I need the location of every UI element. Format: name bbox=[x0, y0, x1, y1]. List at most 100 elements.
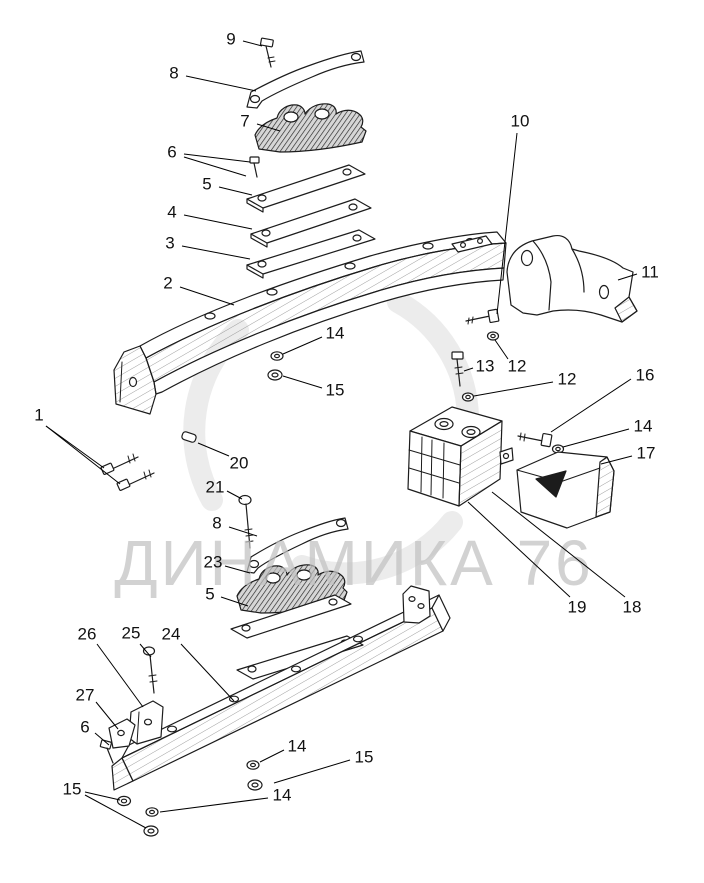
part-bracket-17 bbox=[516, 451, 615, 529]
leader-line-3 bbox=[181, 245, 251, 260]
part-bolt-9 bbox=[259, 37, 276, 68]
callout-label-6: 6 bbox=[80, 718, 89, 737]
part-bolt-25 bbox=[142, 646, 158, 694]
leader-line-26 bbox=[96, 643, 144, 708]
leader-line-7 bbox=[256, 123, 281, 132]
callout-label-10: 10 bbox=[511, 112, 530, 131]
part-strap-8-lower bbox=[246, 517, 349, 574]
part-washer-14-left bbox=[145, 807, 159, 817]
part-washer-15-left-2 bbox=[143, 825, 159, 837]
leader-line-9 bbox=[242, 40, 263, 47]
part-plate-5 bbox=[246, 164, 366, 213]
callout-label-7: 7 bbox=[240, 112, 249, 131]
leader-line-14 bbox=[282, 336, 323, 355]
callout-label-20: 20 bbox=[230, 454, 249, 473]
leader-line-6 bbox=[94, 732, 110, 746]
callout-label-14: 14 bbox=[288, 737, 307, 756]
part-bracket-26 bbox=[128, 700, 164, 745]
part-mount-block-18-19 bbox=[407, 406, 514, 507]
callout-label-15: 15 bbox=[326, 381, 345, 400]
part-bolt-1a bbox=[100, 453, 139, 475]
callout-label-3: 3 bbox=[165, 234, 174, 253]
leader-line-4 bbox=[183, 214, 253, 230]
part-bolt-1b bbox=[116, 469, 155, 491]
leader-line-15 bbox=[84, 794, 147, 829]
leader-line-2 bbox=[179, 286, 235, 306]
leader-line-13 bbox=[463, 367, 474, 372]
callout-label-8: 8 bbox=[169, 64, 178, 83]
leader-line-8 bbox=[228, 526, 258, 537]
callout-label-17: 17 bbox=[637, 444, 656, 463]
watermark-text: ДИНАМИКА 76 bbox=[114, 527, 594, 599]
leader-line-20 bbox=[197, 442, 230, 457]
callout-label-14: 14 bbox=[273, 786, 292, 805]
callout-label-1: 1 bbox=[34, 406, 43, 425]
leader-line-11 bbox=[617, 273, 638, 281]
part-bracket-11 bbox=[506, 234, 638, 323]
callout-label-14: 14 bbox=[326, 324, 345, 343]
part-beam-24 bbox=[111, 594, 451, 791]
leader-line-1 bbox=[45, 425, 121, 485]
leader-line-15 bbox=[273, 759, 351, 784]
callout-label-15: 15 bbox=[63, 780, 82, 799]
leader-line-17 bbox=[600, 455, 633, 465]
part-cushion-7 bbox=[254, 103, 367, 153]
part-end-bracket-24 bbox=[402, 585, 431, 624]
callout-label-19: 19 bbox=[568, 598, 587, 617]
part-bolt-16 bbox=[517, 432, 553, 448]
leader-line-14 bbox=[159, 797, 269, 813]
part-washer-15-bottom bbox=[247, 779, 263, 791]
leader-line-19 bbox=[467, 501, 571, 598]
callout-label-16: 16 bbox=[636, 366, 655, 385]
callout-label-15: 15 bbox=[355, 748, 374, 767]
leader-line-6 bbox=[183, 153, 251, 163]
part-stud-6 bbox=[249, 156, 260, 178]
leader-line-16 bbox=[550, 378, 632, 433]
leader-line-12 bbox=[494, 339, 509, 360]
callout-label-18: 18 bbox=[623, 598, 642, 617]
callout-label-11: 11 bbox=[641, 263, 659, 282]
callout-label-14: 14 bbox=[634, 417, 653, 436]
part-pin-20 bbox=[181, 431, 197, 443]
callout-label-2: 2 bbox=[163, 274, 172, 293]
callout-label-6: 6 bbox=[167, 143, 176, 162]
parts-layer bbox=[99, 37, 638, 837]
part-strap-8-top bbox=[246, 50, 365, 109]
leader-line-27 bbox=[95, 701, 119, 730]
callout-label-8: 8 bbox=[212, 514, 221, 533]
leader-line-12 bbox=[473, 381, 554, 397]
callout-label-12: 12 bbox=[508, 357, 527, 376]
part-washer-12-upper bbox=[486, 331, 500, 341]
part-plate-5-lower bbox=[230, 594, 352, 639]
part-washer-15-left bbox=[116, 795, 132, 807]
leader-line-15 bbox=[84, 791, 121, 801]
leader-line-18 bbox=[491, 491, 626, 598]
callout-label-5: 5 bbox=[202, 175, 211, 194]
leader-line-14 bbox=[259, 749, 285, 763]
callout-label-21: 21 bbox=[206, 478, 225, 497]
part-washer-12-lower bbox=[461, 392, 475, 402]
part-beam-2 bbox=[113, 231, 507, 415]
callout-label-9: 9 bbox=[226, 30, 235, 49]
leader-line-15 bbox=[282, 375, 323, 389]
callout-label-12: 12 bbox=[558, 370, 577, 389]
leader-line-25 bbox=[139, 643, 152, 658]
part-washer-15-mid bbox=[267, 369, 283, 381]
leader-line-5 bbox=[218, 186, 253, 196]
leader-line-23 bbox=[224, 565, 251, 574]
part-bolt-21 bbox=[238, 494, 254, 549]
part-bolt-6-lower bbox=[99, 739, 114, 764]
part-bolt-10 bbox=[465, 308, 500, 325]
part-plate-3 bbox=[246, 229, 376, 279]
leader-line-5 bbox=[220, 596, 249, 607]
leader-line-24 bbox=[180, 643, 235, 702]
part-washer-14-mid bbox=[270, 351, 284, 361]
part-plate-4 bbox=[250, 198, 372, 248]
callout-label-5: 5 bbox=[205, 585, 214, 604]
leader-line-8 bbox=[185, 75, 257, 92]
callout-label-25: 25 bbox=[122, 624, 141, 643]
part-washer-14-bottom bbox=[246, 760, 260, 770]
